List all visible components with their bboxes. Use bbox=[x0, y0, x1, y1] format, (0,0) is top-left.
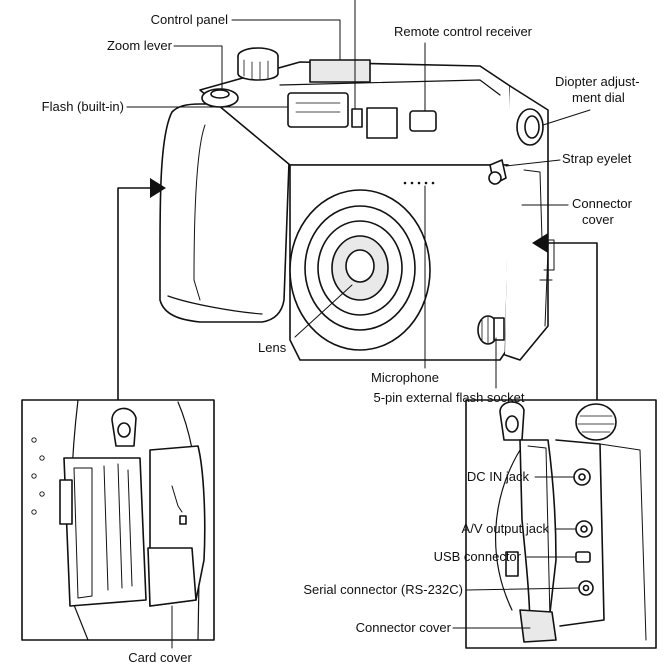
card-slot-rail bbox=[103, 463, 133, 591]
connector-inset bbox=[452, 399, 657, 649]
connector-inset-strap-lug bbox=[499, 401, 525, 441]
card-cover-lower bbox=[147, 547, 197, 607]
label-microphone: Microphone bbox=[371, 370, 439, 385]
connector-cover-open-edge bbox=[527, 445, 551, 621]
av-out-port-inner bbox=[580, 525, 588, 533]
dc-in-port bbox=[573, 468, 591, 486]
card-slot-inset bbox=[21, 399, 215, 649]
callout-strap-eyelet bbox=[505, 159, 561, 167]
card-cover-detail bbox=[171, 485, 183, 513]
label-strap-eyelet: Strap eyelet bbox=[562, 151, 632, 166]
card-inset-dots bbox=[31, 437, 45, 515]
viewfinder-window bbox=[366, 107, 398, 139]
arrow-head-left bbox=[150, 178, 166, 198]
label-connector-cover-line1: Connector bbox=[572, 196, 632, 211]
lens-barrel-ring bbox=[304, 205, 416, 331]
connector-inset-body-curve bbox=[495, 449, 521, 611]
label-diopter-line1: Diopter adjust- bbox=[555, 74, 640, 89]
strap-eyelet-hole bbox=[488, 171, 502, 185]
flash-lines bbox=[295, 102, 341, 113]
connector-cover-flap bbox=[519, 609, 557, 643]
label-dc-in: DC IN jack bbox=[466, 469, 529, 484]
microphone-holes bbox=[403, 181, 435, 185]
label-connector-cover-bottom: Connector cover bbox=[355, 620, 451, 635]
label-zoom-lever: Zoom lever bbox=[106, 38, 172, 53]
card-slot-eject bbox=[59, 479, 73, 525]
dc-in-port-inner bbox=[578, 473, 586, 481]
callout-serial bbox=[465, 587, 579, 591]
top-deck-edge bbox=[279, 79, 501, 96]
card-cover-latch bbox=[179, 515, 187, 525]
label-serial: Serial connector (RS-232C) bbox=[303, 582, 463, 597]
flash-window bbox=[287, 92, 349, 128]
camera-grip bbox=[159, 103, 291, 323]
arrow-line-left bbox=[117, 187, 151, 401]
lens-center bbox=[345, 249, 375, 283]
side-panel bbox=[504, 85, 549, 361]
callout-lens bbox=[294, 284, 353, 338]
label-av-out: A/V output jack bbox=[461, 521, 549, 536]
card-slot-outer bbox=[63, 457, 147, 607]
callout-lines bbox=[117, 0, 598, 401]
grip-highlight bbox=[193, 124, 206, 301]
card-inset-strap-lug bbox=[111, 407, 137, 447]
grip-lower-edge bbox=[167, 295, 263, 315]
connector-panel-right bbox=[599, 443, 647, 641]
remote-receiver-window bbox=[409, 110, 437, 132]
label-lens: Lens bbox=[258, 340, 287, 355]
label-flash: Flash (built-in) bbox=[41, 99, 124, 114]
arrow-line-right bbox=[547, 242, 598, 401]
card-inset-strap-hole bbox=[117, 422, 131, 438]
av-out-port bbox=[575, 520, 593, 538]
card-slot-inner bbox=[73, 467, 93, 599]
label-usb: USB connector bbox=[433, 549, 521, 564]
callout-diopter bbox=[542, 109, 591, 126]
arrow-head-right bbox=[532, 233, 548, 253]
label-control-panel: Control panel bbox=[150, 12, 228, 27]
usb-port bbox=[575, 551, 591, 563]
serial-port-inner bbox=[582, 584, 590, 592]
flash-socket-port bbox=[493, 317, 505, 341]
connector-cover-clip bbox=[505, 551, 519, 577]
serial-port bbox=[578, 580, 594, 596]
callout-zoom-lever bbox=[173, 45, 223, 91]
camera-body bbox=[159, 47, 555, 361]
label-remote-receiver: Remote control receiver bbox=[394, 24, 532, 39]
lens-ring-2 bbox=[317, 220, 403, 316]
label-connector-cover-line2: cover bbox=[582, 212, 614, 227]
connector-inset-dial bbox=[575, 403, 617, 441]
control-panel-lcd bbox=[309, 59, 371, 83]
diopter-dial-inner bbox=[524, 115, 540, 139]
connector-inset-strap-hole bbox=[505, 415, 519, 433]
mode-dial-ridges bbox=[243, 59, 269, 80]
callout-control-panel bbox=[231, 19, 341, 61]
connector-inset-dial-ridges bbox=[577, 415, 615, 433]
label-card-cover: Card cover bbox=[128, 650, 192, 665]
shutter-button bbox=[210, 89, 230, 99]
label-diopter-line2: ment dial bbox=[572, 90, 625, 105]
label-flash-socket: 5-pin external flash socket bbox=[373, 390, 525, 405]
sensor-window bbox=[351, 108, 363, 128]
